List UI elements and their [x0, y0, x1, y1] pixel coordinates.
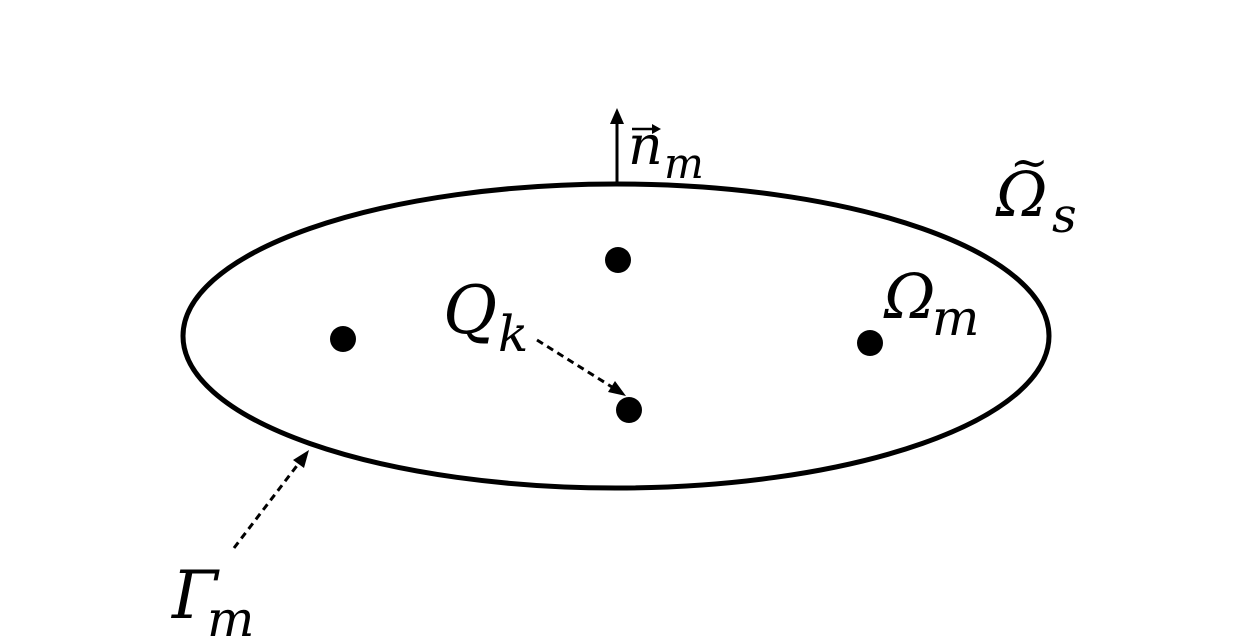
boundary-subscript: m [207, 590, 254, 644]
normal-vector-symbol: n [628, 114, 663, 177]
normal-vector-subscript: m [664, 139, 704, 188]
dashed-arrow-icon [608, 381, 626, 396]
node-dot [616, 397, 642, 423]
vector-bar-head [652, 124, 661, 134]
normal-vector-label: n m [628, 114, 704, 188]
extended-domain-symbol: Ω [995, 158, 1047, 231]
point-to-node-arrow [536, 338, 626, 396]
dashed-arrow-icon [293, 450, 309, 468]
node-dot [330, 326, 356, 352]
boundary-pointer-arrow [232, 450, 309, 549]
extended-domain-subscript: s [1052, 188, 1077, 244]
normal-vector [610, 108, 624, 184]
node-dot [857, 330, 883, 356]
boundary-label: Γ m [170, 557, 254, 644]
point-subscript: k [498, 305, 528, 363]
domain-symbol: Ω [883, 260, 935, 333]
node-dot [605, 247, 631, 273]
domain-ellipse [180, 181, 1052, 491]
arrow-up-icon [610, 108, 624, 124]
point-label: Q k [443, 272, 528, 363]
extended-domain-label: ~ Ω s [995, 135, 1077, 244]
boundary-symbol: Γ [170, 557, 220, 634]
point-symbol: Q [443, 272, 497, 349]
domain-label: Ω m [883, 260, 979, 347]
extended-domain-tilde: ~ [1010, 135, 1049, 189]
domain-subscript: m [932, 289, 979, 347]
